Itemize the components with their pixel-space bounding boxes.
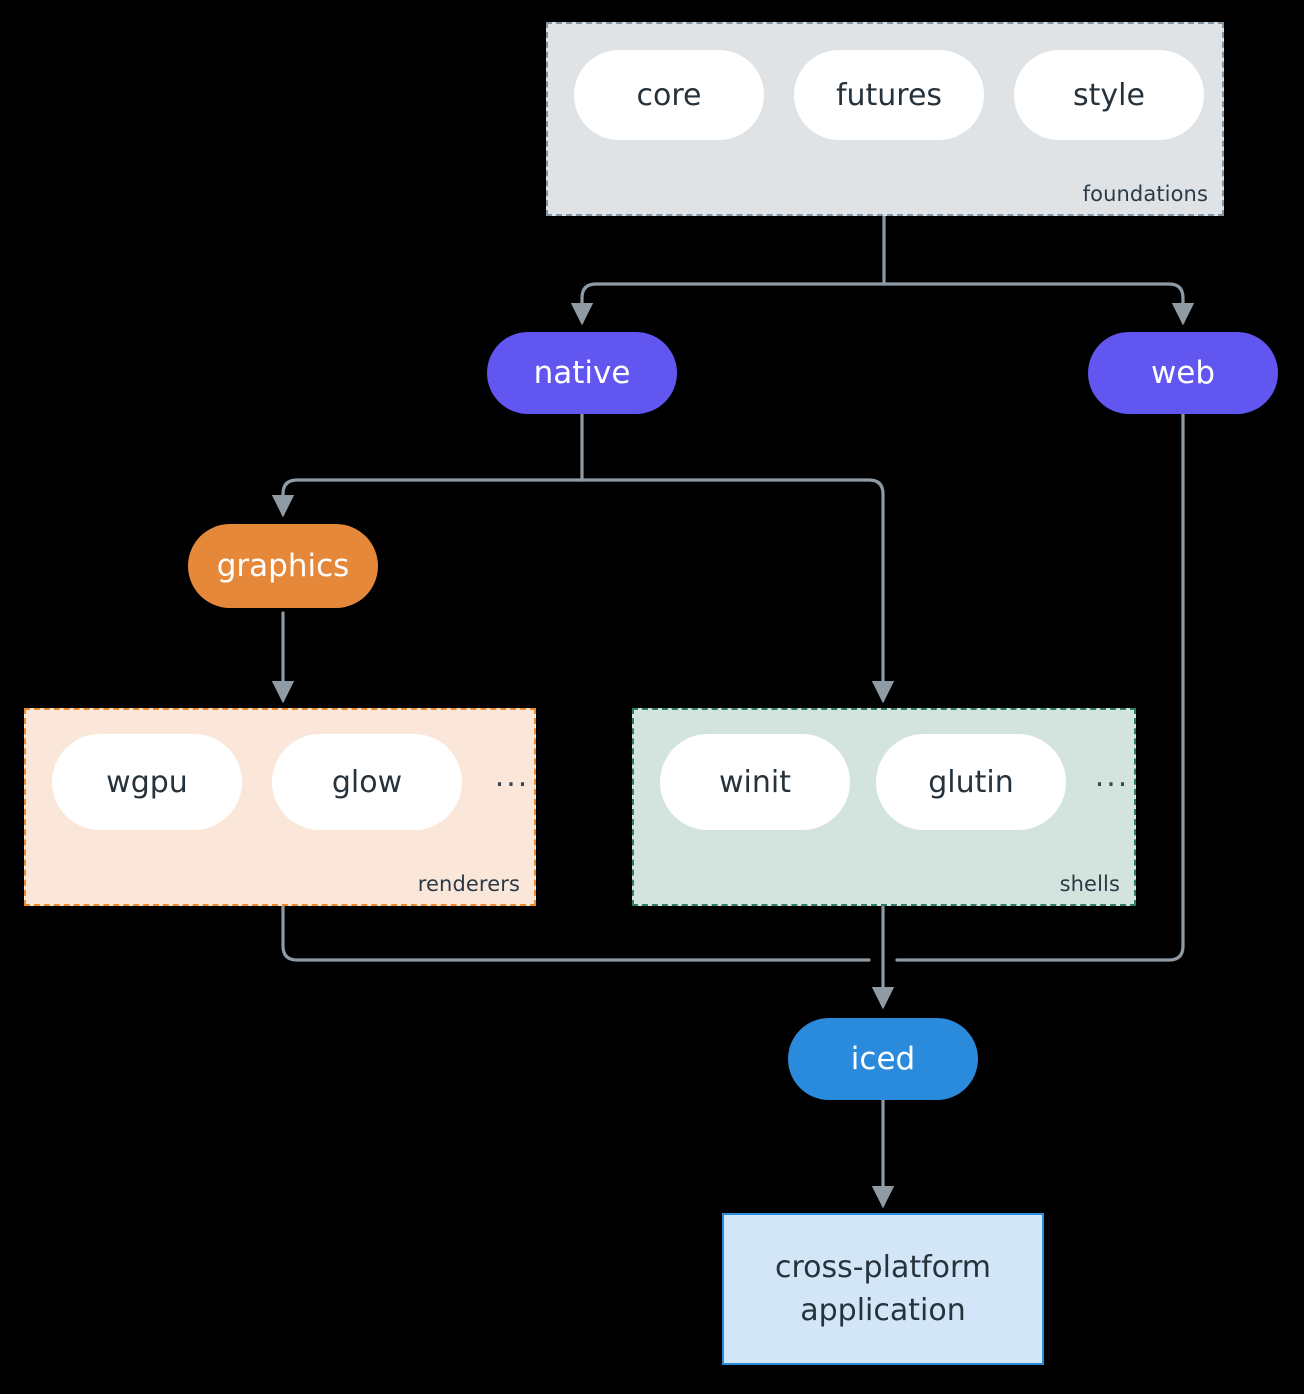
node-futures-label: futures xyxy=(835,77,943,113)
edge-native-shells xyxy=(580,478,895,704)
group-shells: winit glutin ... shells xyxy=(632,708,1136,906)
edge-renderers-iced xyxy=(281,904,871,962)
node-core-label: core xyxy=(636,77,702,113)
node-style[interactable]: style xyxy=(1014,50,1204,140)
node-iced-label: iced xyxy=(850,1041,916,1077)
shells-overflow-ellipsis: ... xyxy=(1094,759,1130,794)
node-native-label: native xyxy=(533,355,631,391)
node-wgpu[interactable]: wgpu xyxy=(52,734,242,830)
node-glutin[interactable]: glutin xyxy=(876,734,1066,830)
edge-foundations-native xyxy=(570,282,886,326)
node-wgpu-label: wgpu xyxy=(106,764,188,800)
node-glow-label: glow xyxy=(331,764,403,800)
node-glutin-label: glutin xyxy=(928,764,1014,800)
node-web[interactable]: web xyxy=(1088,332,1278,414)
node-winit-label: winit xyxy=(719,764,791,800)
edge-native-graphics xyxy=(271,478,584,518)
node-web-label: web xyxy=(1150,355,1216,391)
node-application[interactable]: cross-platform application xyxy=(722,1213,1044,1365)
node-futures[interactable]: futures xyxy=(794,50,984,140)
node-application-label-line1: cross-platform xyxy=(774,1249,992,1285)
node-graphics[interactable]: graphics xyxy=(188,524,378,608)
node-style-label: style xyxy=(1073,77,1145,113)
renderers-overflow-ellipsis: ... xyxy=(494,759,530,794)
node-application-label-line2: application xyxy=(800,1293,966,1328)
group-renderers-label: renderers xyxy=(417,872,520,896)
node-native[interactable]: native xyxy=(487,332,677,414)
node-graphics-label: graphics xyxy=(216,548,350,584)
group-shells-label: shells xyxy=(1059,872,1120,896)
node-glow[interactable]: glow xyxy=(272,734,462,830)
group-renderers: wgpu glow ... renderers xyxy=(24,708,536,906)
group-foundations-label: foundations xyxy=(1082,182,1208,206)
node-winit[interactable]: winit xyxy=(660,734,850,830)
node-iced[interactable]: iced xyxy=(788,1018,978,1100)
group-foundations: core futures style foundations xyxy=(546,22,1224,216)
node-core[interactable]: core xyxy=(574,50,764,140)
edge-foundations-web xyxy=(882,282,1195,326)
